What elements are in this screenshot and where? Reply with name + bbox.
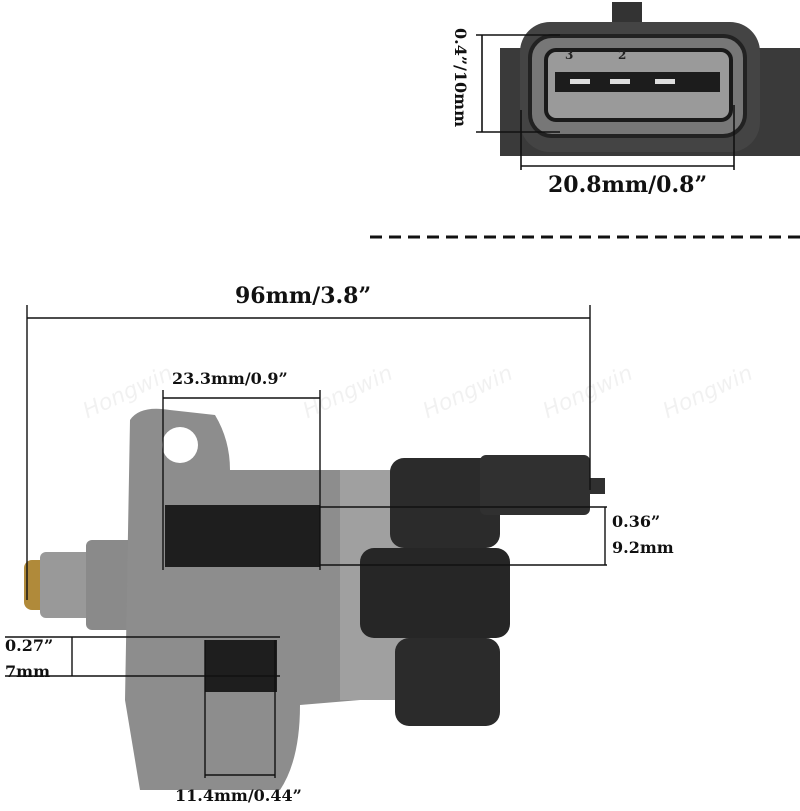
main-dimension-lines xyxy=(5,305,607,778)
left-height-label-mm: 7mm xyxy=(5,662,50,681)
left-height-label-in: 0.27” xyxy=(5,636,54,655)
connector-width-label: 20.8mm/0.8” xyxy=(548,172,708,198)
pin-number-2: 2 xyxy=(618,48,627,62)
window-width-label: 23.3mm/0.9” xyxy=(172,369,288,388)
connector-dimension-lines xyxy=(476,34,735,170)
overall-length-label: 96mm/3.8” xyxy=(235,283,372,309)
right-height-label-in: 0.36” xyxy=(612,512,661,531)
right-height-label-mm: 9.2mm xyxy=(612,538,674,557)
valve-photo xyxy=(24,408,605,790)
pin-number-3: 3 xyxy=(565,48,574,62)
connector-face-photo xyxy=(500,2,800,156)
connector-height-label: 0.4”/10mm xyxy=(451,28,470,128)
bottom-width-label: 11.4mm/0.44” xyxy=(175,786,302,805)
